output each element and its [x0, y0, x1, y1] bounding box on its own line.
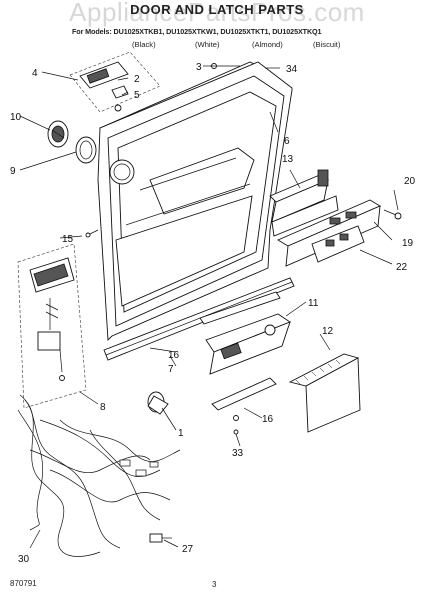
- part-20-screw: [383, 209, 402, 220]
- callout-33: 33: [232, 448, 244, 459]
- part-11-latch-housing: [205, 313, 291, 375]
- callout-30: 30: [18, 554, 30, 565]
- part-13-bracket: [269, 169, 339, 237]
- callout-34: 34: [286, 64, 298, 75]
- color-label-black: (Black): [132, 40, 156, 49]
- part-22-switch-board: [311, 225, 365, 263]
- callout-2: 2: [134, 74, 140, 85]
- callout-11: 11: [308, 298, 319, 309]
- callout-5: 5: [134, 90, 140, 101]
- part-10-vent: [47, 120, 69, 148]
- color-label-almond: (Almond): [252, 40, 283, 49]
- callout-9: 9: [10, 166, 16, 177]
- callout-19: 19: [402, 238, 414, 249]
- model-list: For Models: DU1025XTKB1, DU1025XTKW1, DU…: [72, 27, 322, 36]
- color-label-biscuit: (Biscuit): [313, 40, 341, 49]
- part-30-wiring-harness: [17, 394, 181, 557]
- part-16-lower-bracket: [211, 377, 277, 421]
- part-12-handle-grip: [288, 353, 361, 433]
- part-7-bottom-trim: [103, 277, 295, 361]
- part-1-knob: [147, 391, 169, 415]
- callout-8: 8: [100, 402, 106, 413]
- callout-12: 12: [322, 326, 334, 337]
- callout-16b: 16: [262, 414, 274, 425]
- callout-27: 27: [182, 544, 194, 555]
- callout-6: 6: [284, 136, 290, 147]
- part-27-connector: [149, 533, 172, 543]
- callout-3: 3: [196, 62, 202, 73]
- callout-7: 7: [168, 364, 174, 375]
- callout-22: 22: [396, 262, 408, 273]
- callout-13: 13: [282, 154, 294, 165]
- document-number: 870791: [10, 579, 37, 588]
- part-16-handle-bar: [199, 291, 281, 325]
- color-label-white: (White): [195, 40, 220, 49]
- part-15-pin: [85, 229, 99, 238]
- watermark: AppliancePartsPros.com: [69, 0, 365, 27]
- callout-4: 4: [32, 68, 38, 79]
- leader-lines: [19, 65, 399, 549]
- door-inner-panel: [97, 61, 293, 342]
- page-number: 3: [212, 580, 217, 589]
- part-9-gasket: [75, 136, 97, 164]
- callout-20: 20: [404, 176, 416, 187]
- callout-16a: 16: [168, 350, 180, 361]
- part-4-assembly: [69, 51, 161, 113]
- callout-10: 10: [10, 112, 22, 123]
- part-33-screw: [233, 429, 239, 435]
- callout-1: 1: [178, 428, 184, 439]
- callout-15: 15: [62, 234, 74, 245]
- diagram-title: DOOR AND LATCH PARTS: [130, 2, 304, 17]
- part-8-latch-assembly: [17, 243, 87, 409]
